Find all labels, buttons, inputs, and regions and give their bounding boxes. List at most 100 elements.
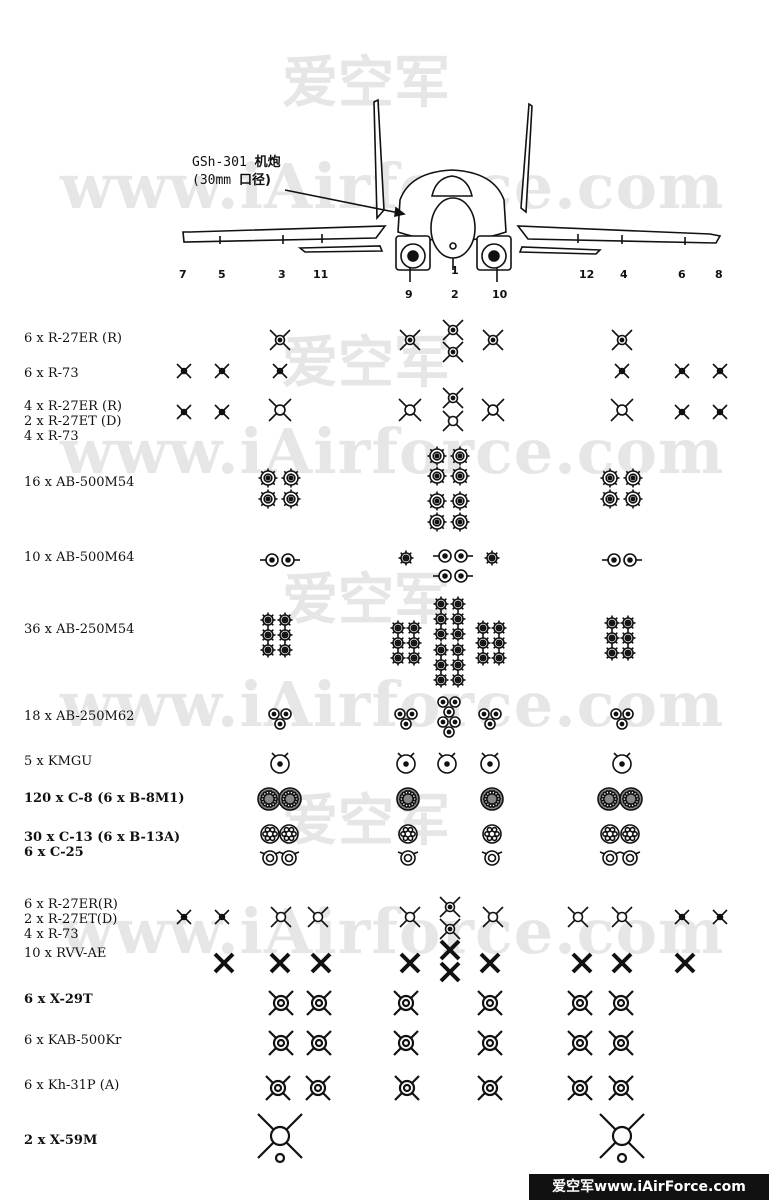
heavy-missile-symbol — [477, 1030, 503, 1056]
x-59m-missile-symbol — [257, 1113, 303, 1164]
rocket-pod-symbol — [619, 787, 643, 811]
bomb-symbol — [260, 642, 276, 658]
bomb-cluster-symbol — [478, 708, 502, 730]
heavy-missile-symbol — [608, 990, 634, 1016]
rvv-ae-missile-symbol — [611, 952, 633, 974]
rocket-pod-symbol — [480, 787, 504, 811]
rocket-pod-symbol — [278, 787, 302, 811]
missile-symbol — [611, 906, 633, 928]
station-number: 4 — [620, 268, 628, 281]
missile-symbol — [442, 410, 464, 432]
bomb-symbol — [450, 626, 466, 642]
short-range-missile-symbol — [272, 363, 288, 379]
bomb-pair-symbol — [433, 549, 473, 563]
bomb-cluster-symbol — [268, 708, 292, 730]
station-number: 2 — [451, 288, 459, 301]
bomb-symbol — [491, 650, 507, 666]
station-number: 8 — [715, 268, 723, 281]
loadout-line: 6 x Kh-31P (A) — [24, 1078, 120, 1093]
bomb-symbol — [450, 611, 466, 627]
station-number: 1 — [451, 264, 459, 277]
bomb-symbol — [604, 645, 620, 661]
short-range-missile-symbol — [176, 909, 192, 925]
bomb-symbol — [390, 620, 406, 636]
loadout-label: 10 x AB-500M64 — [24, 550, 134, 565]
rvv-ae-missile-symbol — [213, 952, 235, 974]
bomb-symbol — [427, 512, 447, 532]
bomb-cluster-symbol — [437, 696, 461, 718]
footer-banner: 爱空军www.iAirForce.com — [529, 1174, 769, 1200]
loadout-label: 36 x AB-250M54 — [24, 622, 134, 637]
bomb-symbol — [450, 512, 470, 532]
rvv-ae-missile-symbol — [439, 961, 461, 983]
heavy-missile-symbol — [268, 1030, 294, 1056]
kmgu-container-symbol — [612, 752, 632, 774]
bomb-symbol — [600, 489, 620, 509]
bomb-symbol — [433, 626, 449, 642]
heavy-missile-symbol — [305, 1075, 331, 1101]
loadout-label: 4 x R-27ER (R) 2 x R-27ET (D) 4 x R-73 — [24, 399, 122, 444]
gun-callout: GSh-301 机炮 (30mm 口径) — [192, 154, 281, 190]
bomb-cluster-symbol — [394, 708, 418, 730]
gun-callout-caliber: (30mm — [192, 173, 239, 188]
rocket-pod-symbol — [279, 824, 299, 844]
short-range-missile-symbol — [712, 363, 728, 379]
loadout-line: 6 x KAB-500Kr — [24, 1033, 122, 1048]
loadout-line: 2 x X-59M — [24, 1133, 98, 1148]
heavy-missile-symbol — [265, 1075, 291, 1101]
loadout-label: 120 x C-8 (6 x B-8M1) — [24, 791, 185, 806]
bomb-symbol — [260, 627, 276, 643]
bomb-symbol — [450, 657, 466, 673]
loadout-line: 10 x AB-500M64 — [24, 550, 135, 565]
heavy-missile-symbol — [477, 990, 503, 1016]
loadout-line: 5 x KMGU — [24, 754, 93, 769]
kmgu-container-symbol — [437, 752, 457, 774]
heavy-missile-symbol — [608, 1075, 634, 1101]
bomb-symbol — [406, 650, 422, 666]
c-25-rocket-symbol — [397, 850, 419, 866]
loadout-label: 30 x C-13 (6 x B-13A) 6 x C-25 — [24, 830, 180, 860]
heavy-missile-symbol — [567, 990, 593, 1016]
bomb-symbol — [620, 630, 636, 646]
bomb-symbol — [406, 635, 422, 651]
bomb-symbol — [258, 489, 278, 509]
bomb-symbol — [277, 612, 293, 628]
missile-symbol — [268, 398, 292, 422]
bomb-symbol — [433, 657, 449, 673]
missile-symbol — [307, 906, 329, 928]
bomb-symbol — [433, 596, 449, 612]
missile-symbol — [399, 329, 421, 351]
missile-symbol — [610, 398, 634, 422]
c-25-rocket-symbol — [619, 850, 641, 866]
missile-symbol — [442, 387, 464, 409]
kmgu-container-symbol — [396, 752, 416, 774]
missile-symbol — [442, 319, 464, 341]
bomb-symbol — [620, 645, 636, 661]
c-25-rocket-symbol — [259, 850, 281, 866]
short-range-missile-symbol — [674, 909, 690, 925]
loadout-line: 2 x R-27ET (D) — [24, 414, 122, 429]
missile-symbol — [442, 341, 464, 363]
loadout-label: 6 x X-29T — [24, 992, 93, 1007]
loadout-line: 10 x RVV-AE — [24, 946, 107, 961]
rocket-pod-symbol — [597, 787, 621, 811]
bomb-symbol — [260, 612, 276, 628]
bomb-symbol — [277, 627, 293, 643]
bomb-symbol — [484, 550, 500, 566]
heavy-missile-symbol — [268, 990, 294, 1016]
loadout-line: 36 x AB-250M54 — [24, 622, 135, 637]
bomb-symbol — [281, 489, 301, 509]
bomb-symbol — [450, 672, 466, 688]
rvv-ae-missile-symbol — [674, 952, 696, 974]
loadout-line: 2 x R-27ET(D) — [24, 912, 118, 927]
station-number: 5 — [218, 268, 226, 281]
short-range-missile-symbol — [674, 363, 690, 379]
heavy-missile-symbol — [306, 1030, 332, 1056]
bomb-symbol — [258, 468, 278, 488]
bomb-symbol — [450, 642, 466, 658]
loadout-label: 5 x KMGU — [24, 754, 92, 769]
rocket-pod-symbol — [398, 824, 418, 844]
rocket-pod-symbol — [396, 787, 420, 811]
heavy-missile-symbol — [567, 1075, 593, 1101]
